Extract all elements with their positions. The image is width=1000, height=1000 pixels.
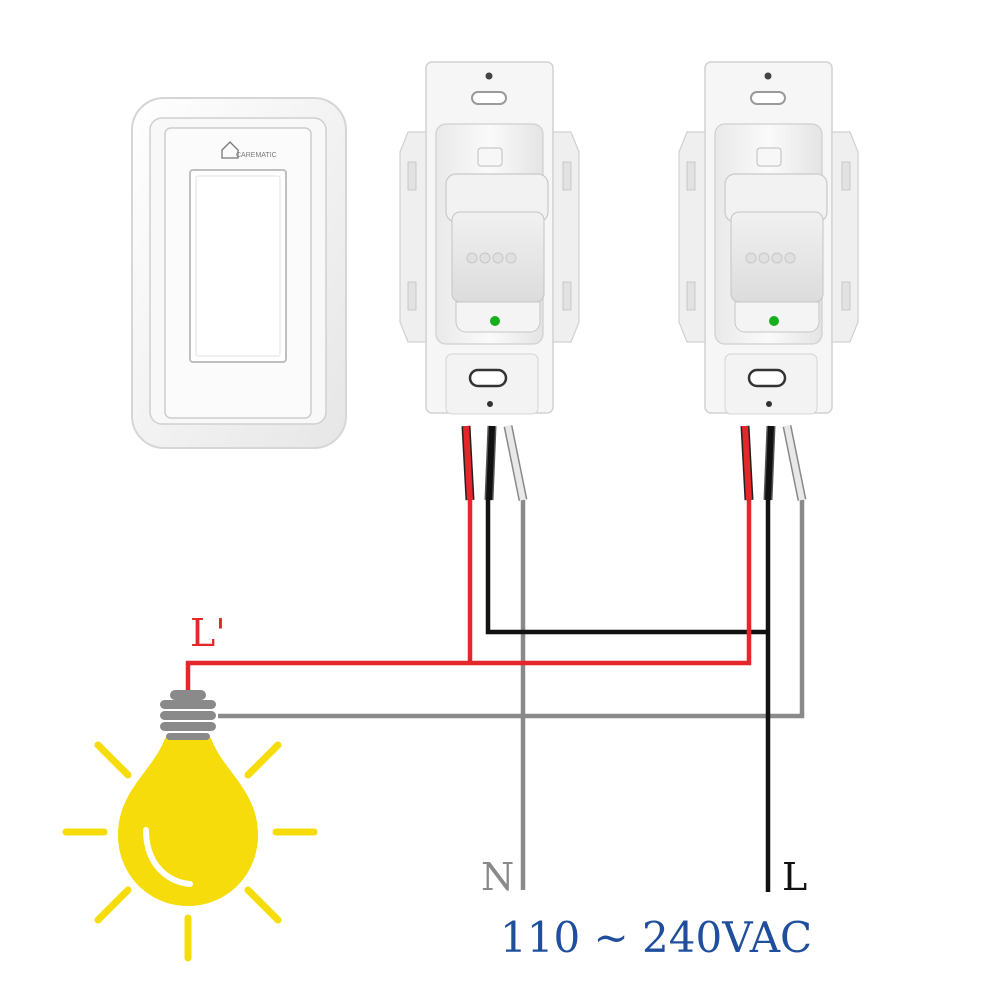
wall-plate: CAREMATIC <box>131 97 347 449</box>
load-wire <box>185 500 752 692</box>
load-label: L' <box>190 611 226 655</box>
neutral-wire <box>218 500 805 890</box>
motion-sensor-switch-1 <box>398 60 581 501</box>
brand-label: CAREMATIC <box>236 152 277 159</box>
switch-2-leads <box>740 425 807 501</box>
light-bulb-icon <box>62 690 318 962</box>
motion-sensor-switch-2 <box>677 60 860 501</box>
neutral-label: N <box>481 855 514 899</box>
indicator-led-icon <box>490 316 500 326</box>
indicator-led-icon <box>769 316 779 326</box>
wires <box>185 500 805 892</box>
line-label: L <box>782 855 807 899</box>
voltage-label: 110 ~ 240VAC <box>500 913 812 962</box>
switch-1-leads <box>461 425 528 501</box>
brand-logo-icon <box>221 141 239 159</box>
line-wire <box>485 500 771 892</box>
